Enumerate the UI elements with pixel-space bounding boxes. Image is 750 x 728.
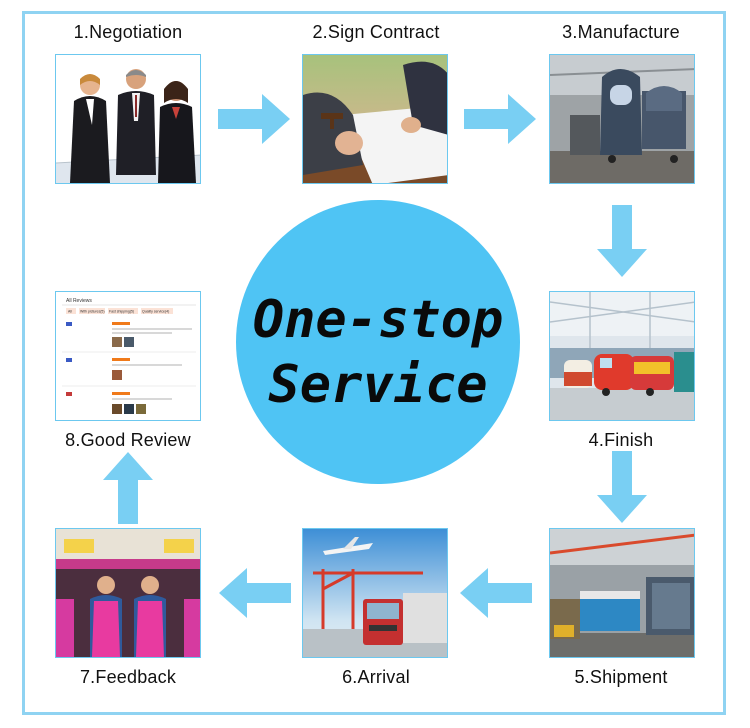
step-2-label: 2.Sign Contract bbox=[312, 22, 440, 42]
shipment-photo bbox=[549, 528, 695, 658]
step-6-label: 6.Arrival bbox=[342, 667, 410, 687]
step-7-label: 7.Feedback bbox=[79, 667, 177, 687]
outer-frame bbox=[22, 11, 726, 715]
review-card-header: All Reviews bbox=[66, 298, 92, 304]
arrow-right-icon bbox=[218, 94, 290, 144]
finish-photo bbox=[549, 291, 695, 421]
arrival-photo bbox=[302, 528, 448, 658]
step-5-label: 5.Shipment bbox=[574, 667, 668, 687]
negotiation-photo bbox=[55, 54, 201, 184]
review-filter-shipping: Fast shipping(5) bbox=[109, 310, 134, 314]
arrow-down-icon bbox=[597, 451, 647, 523]
arrow-left-icon bbox=[219, 568, 291, 618]
center-circle bbox=[236, 200, 520, 484]
review-filter-quality: Quality service(4) bbox=[142, 310, 169, 314]
review-filter-pictures: With pictures(5) bbox=[80, 310, 105, 314]
step-3-label: 3.Manufacture bbox=[562, 22, 680, 42]
review-filter-all: All bbox=[68, 310, 72, 314]
center-title-line2: Service bbox=[268, 355, 488, 415]
manufacture-photo bbox=[549, 54, 695, 184]
good-review-photo: All Reviews All With pictures(5) Fast sh… bbox=[55, 291, 201, 421]
step-4-label: 4.Finish bbox=[588, 430, 654, 450]
sign-contract-photo bbox=[302, 54, 448, 184]
arrow-left-icon bbox=[460, 568, 532, 618]
arrow-up-icon bbox=[103, 452, 153, 524]
center-title-line1: One-stop bbox=[252, 290, 504, 350]
arrow-down-icon bbox=[597, 205, 647, 277]
step-8-label: 8.Good Review bbox=[65, 430, 191, 450]
arrow-right-icon bbox=[464, 94, 536, 144]
step-1-label: 1.Negotiation bbox=[73, 22, 183, 42]
feedback-photo bbox=[55, 528, 201, 658]
